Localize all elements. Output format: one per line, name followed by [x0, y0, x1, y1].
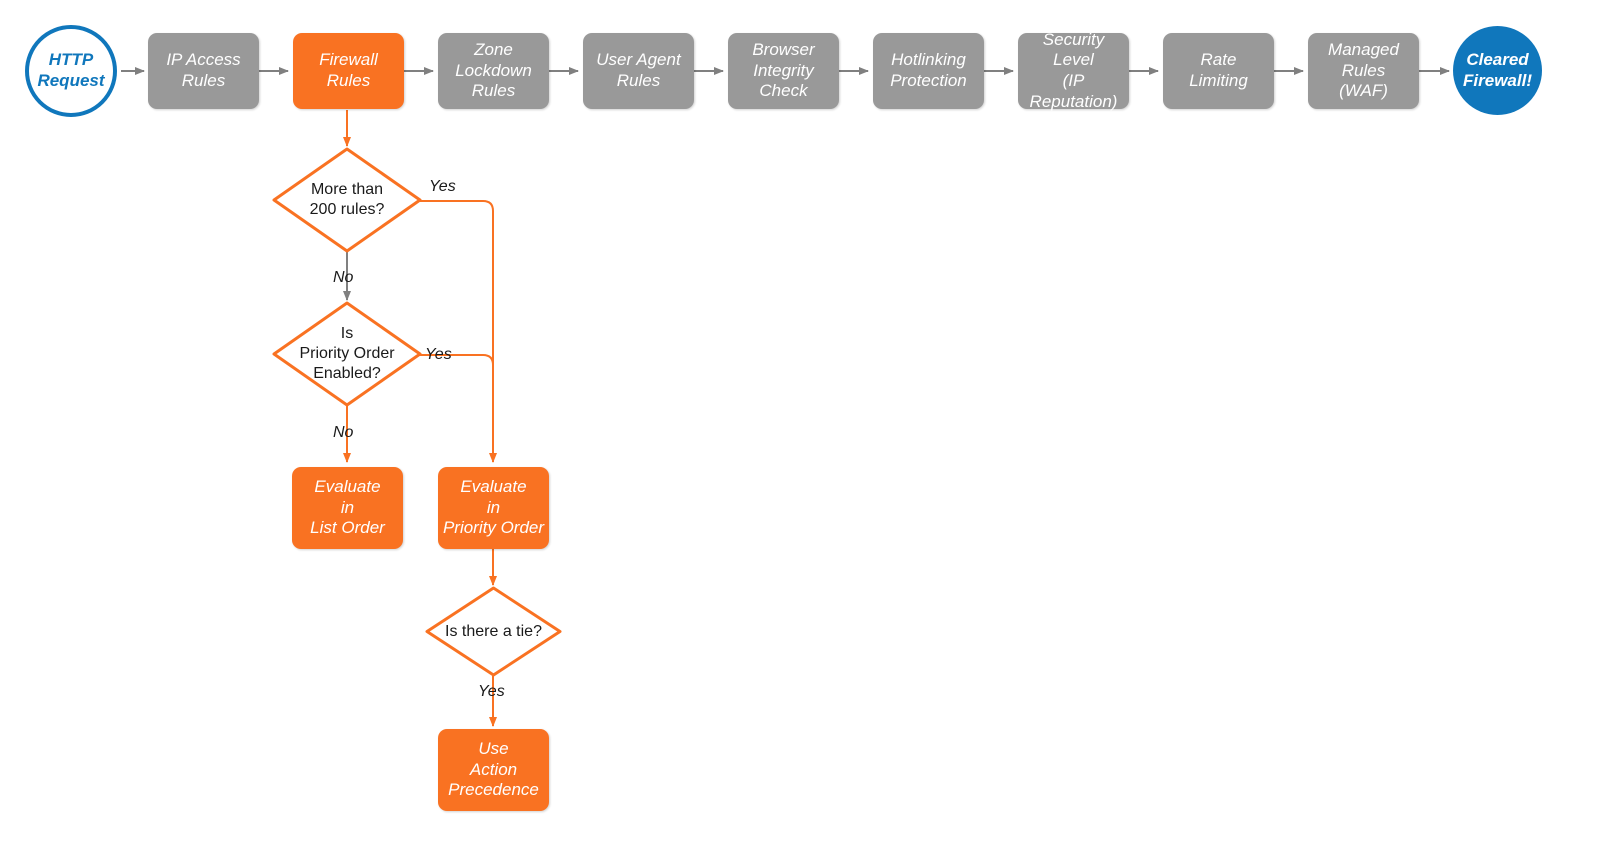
node-cleared-firewall-label: Cleared Firewall! [1463, 49, 1532, 90]
edge-label-yes-200-rules: Yes [429, 178, 456, 195]
edge-label-no-priority-order: No [333, 424, 354, 441]
node-use-action-precedence[interactable]: Use Action Precedence [438, 729, 549, 811]
node-is-priority-order-enabled-label: Is Priority Order Enabled? [299, 325, 395, 382]
edge-yes-200-to-priority-order-box [417, 200, 497, 463]
node-evaluate-in-list-order-label: Evaluate in List Order [310, 476, 385, 538]
node-firewall-rules[interactable]: Firewall Rules [293, 33, 404, 109]
diamond-shape [425, 586, 562, 677]
edge-label-yes-priority-order: Yes [425, 346, 452, 363]
node-zone-lockdown-rules-label: Zone Lockdown Rules [455, 39, 532, 101]
node-evaluate-in-priority-order-label: Evaluate in Priority Order [442, 476, 545, 538]
node-http-request-label: HTTP Request [37, 50, 105, 90]
diamond-shape [272, 147, 422, 253]
node-hotlinking-protection[interactable]: Hotlinking Protection [873, 33, 984, 109]
node-more-than-200-rules[interactable]: More than 200 rules? [272, 147, 422, 253]
node-ip-access-rules-label: IP Access Rules [166, 50, 241, 90]
node-hotlinking-protection-label: Hotlinking Protection [890, 50, 967, 90]
node-managed-rules-waf-label: Managed Rules (WAF) [1328, 39, 1399, 101]
node-more-than-200-rules-label: More than 200 rules? [309, 181, 385, 218]
node-managed-rules-waf[interactable]: Managed Rules (WAF) [1308, 33, 1419, 109]
node-user-agent-rules[interactable]: User Agent Rules [583, 33, 694, 109]
node-firewall-rules-label: Firewall Rules [319, 50, 378, 90]
node-is-there-a-tie-label: Is there a tie? [445, 622, 542, 640]
node-security-level[interactable]: Security Level (IP Reputation) [1018, 30, 1129, 111]
node-user-agent-rules-label: User Agent Rules [596, 50, 681, 90]
node-http-request[interactable]: HTTP Request [25, 25, 117, 117]
node-zone-lockdown-rules[interactable]: Zone Lockdown Rules [438, 33, 549, 109]
edge-label-no-200-rules: No [333, 269, 354, 286]
diamond-shape [272, 301, 422, 407]
node-is-there-a-tie[interactable]: Is there a tie? [425, 586, 562, 677]
node-use-action-precedence-label: Use Action Precedence [448, 738, 539, 800]
node-is-priority-order-enabled[interactable]: Is Priority Order Enabled? [272, 301, 422, 407]
node-rate-limiting-label: Rate Limiting [1189, 50, 1248, 90]
node-browser-integrity-check-label: Browser Integrity Check [752, 39, 815, 101]
node-rate-limiting[interactable]: Rate Limiting [1163, 33, 1274, 109]
edge-label-yes-tie: Yes [478, 683, 505, 700]
node-ip-access-rules[interactable]: IP Access Rules [148, 33, 259, 109]
node-cleared-firewall[interactable]: Cleared Firewall! [1453, 26, 1542, 115]
node-browser-integrity-check[interactable]: Browser Integrity Check [728, 33, 839, 109]
node-evaluate-in-priority-order[interactable]: Evaluate in Priority Order [438, 467, 549, 549]
node-security-level-label: Security Level (IP Reputation) [1029, 29, 1118, 111]
node-evaluate-in-list-order[interactable]: Evaluate in List Order [292, 467, 403, 549]
